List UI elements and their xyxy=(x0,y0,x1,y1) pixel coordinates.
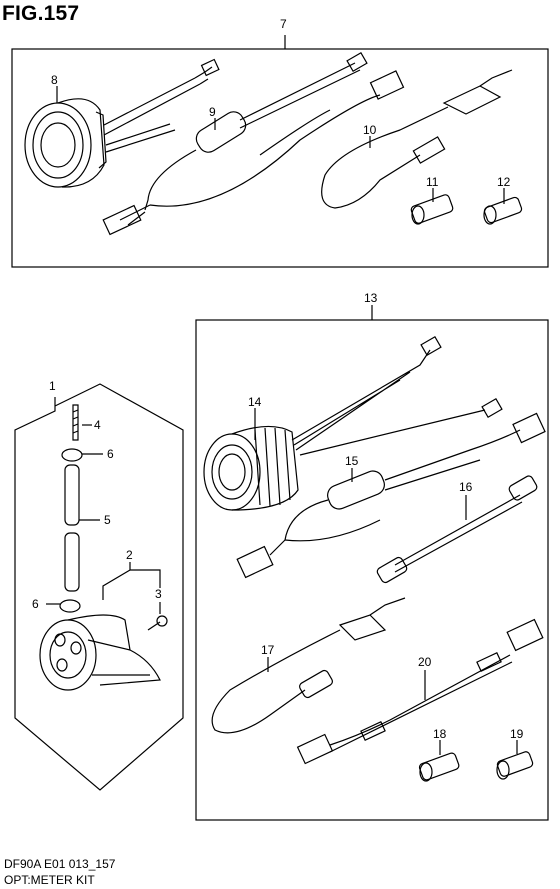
harness-20-drawing xyxy=(296,618,544,765)
callout-16: 16 xyxy=(459,480,473,494)
callout-14: 14 xyxy=(248,395,262,409)
callout-6a: 6 xyxy=(107,447,114,461)
callout-5: 5 xyxy=(104,513,111,527)
callout-13: 13 xyxy=(364,291,378,305)
harness-15-drawing xyxy=(236,412,546,579)
kit-7-frame xyxy=(11,48,549,268)
kit-1-frame xyxy=(14,383,184,791)
fitting-18-drawing xyxy=(418,740,460,782)
mount-2-drawing xyxy=(39,562,161,691)
harness-9-drawing xyxy=(102,51,405,236)
clamp-6a-drawing xyxy=(61,448,103,462)
callout-9: 9 xyxy=(209,105,216,119)
diagram-code: DF90A E01 013_157 xyxy=(4,857,116,871)
cable-17-drawing xyxy=(211,597,406,734)
tube-5-drawing xyxy=(64,464,100,592)
fitting-19-drawing xyxy=(496,740,534,780)
callout-1: 1 xyxy=(49,379,56,393)
callout-12: 12 xyxy=(497,175,511,189)
gauge-8-drawing xyxy=(24,58,220,188)
callout-2: 2 xyxy=(126,548,133,562)
callout-20: 20 xyxy=(418,655,432,669)
gauge-14-drawing xyxy=(203,335,503,511)
callout-10: 10 xyxy=(363,123,377,137)
clamp-6b-drawing xyxy=(46,599,81,613)
cable-16-drawing xyxy=(376,475,538,584)
cable-10-drawing xyxy=(321,69,513,209)
screw-3-drawing xyxy=(147,602,168,631)
callout-19: 19 xyxy=(510,727,524,741)
callout-8: 8 xyxy=(51,73,58,87)
callout-11: 11 xyxy=(426,175,439,189)
callout-18: 18 xyxy=(433,727,447,741)
callout-3: 3 xyxy=(155,587,162,601)
fitting-11-drawing xyxy=(410,194,454,225)
screw-4-drawing xyxy=(72,404,92,441)
diagram-name: OPT:METER KIT xyxy=(4,873,95,887)
callout-7: 7 xyxy=(280,17,287,31)
callout-4: 4 xyxy=(94,418,101,432)
callout-6b: 6 xyxy=(32,597,39,611)
fitting-12-drawing xyxy=(483,196,523,225)
callout-15: 15 xyxy=(345,454,359,468)
figure-title: FIG.157 xyxy=(2,2,80,25)
callout-17: 17 xyxy=(261,643,275,657)
